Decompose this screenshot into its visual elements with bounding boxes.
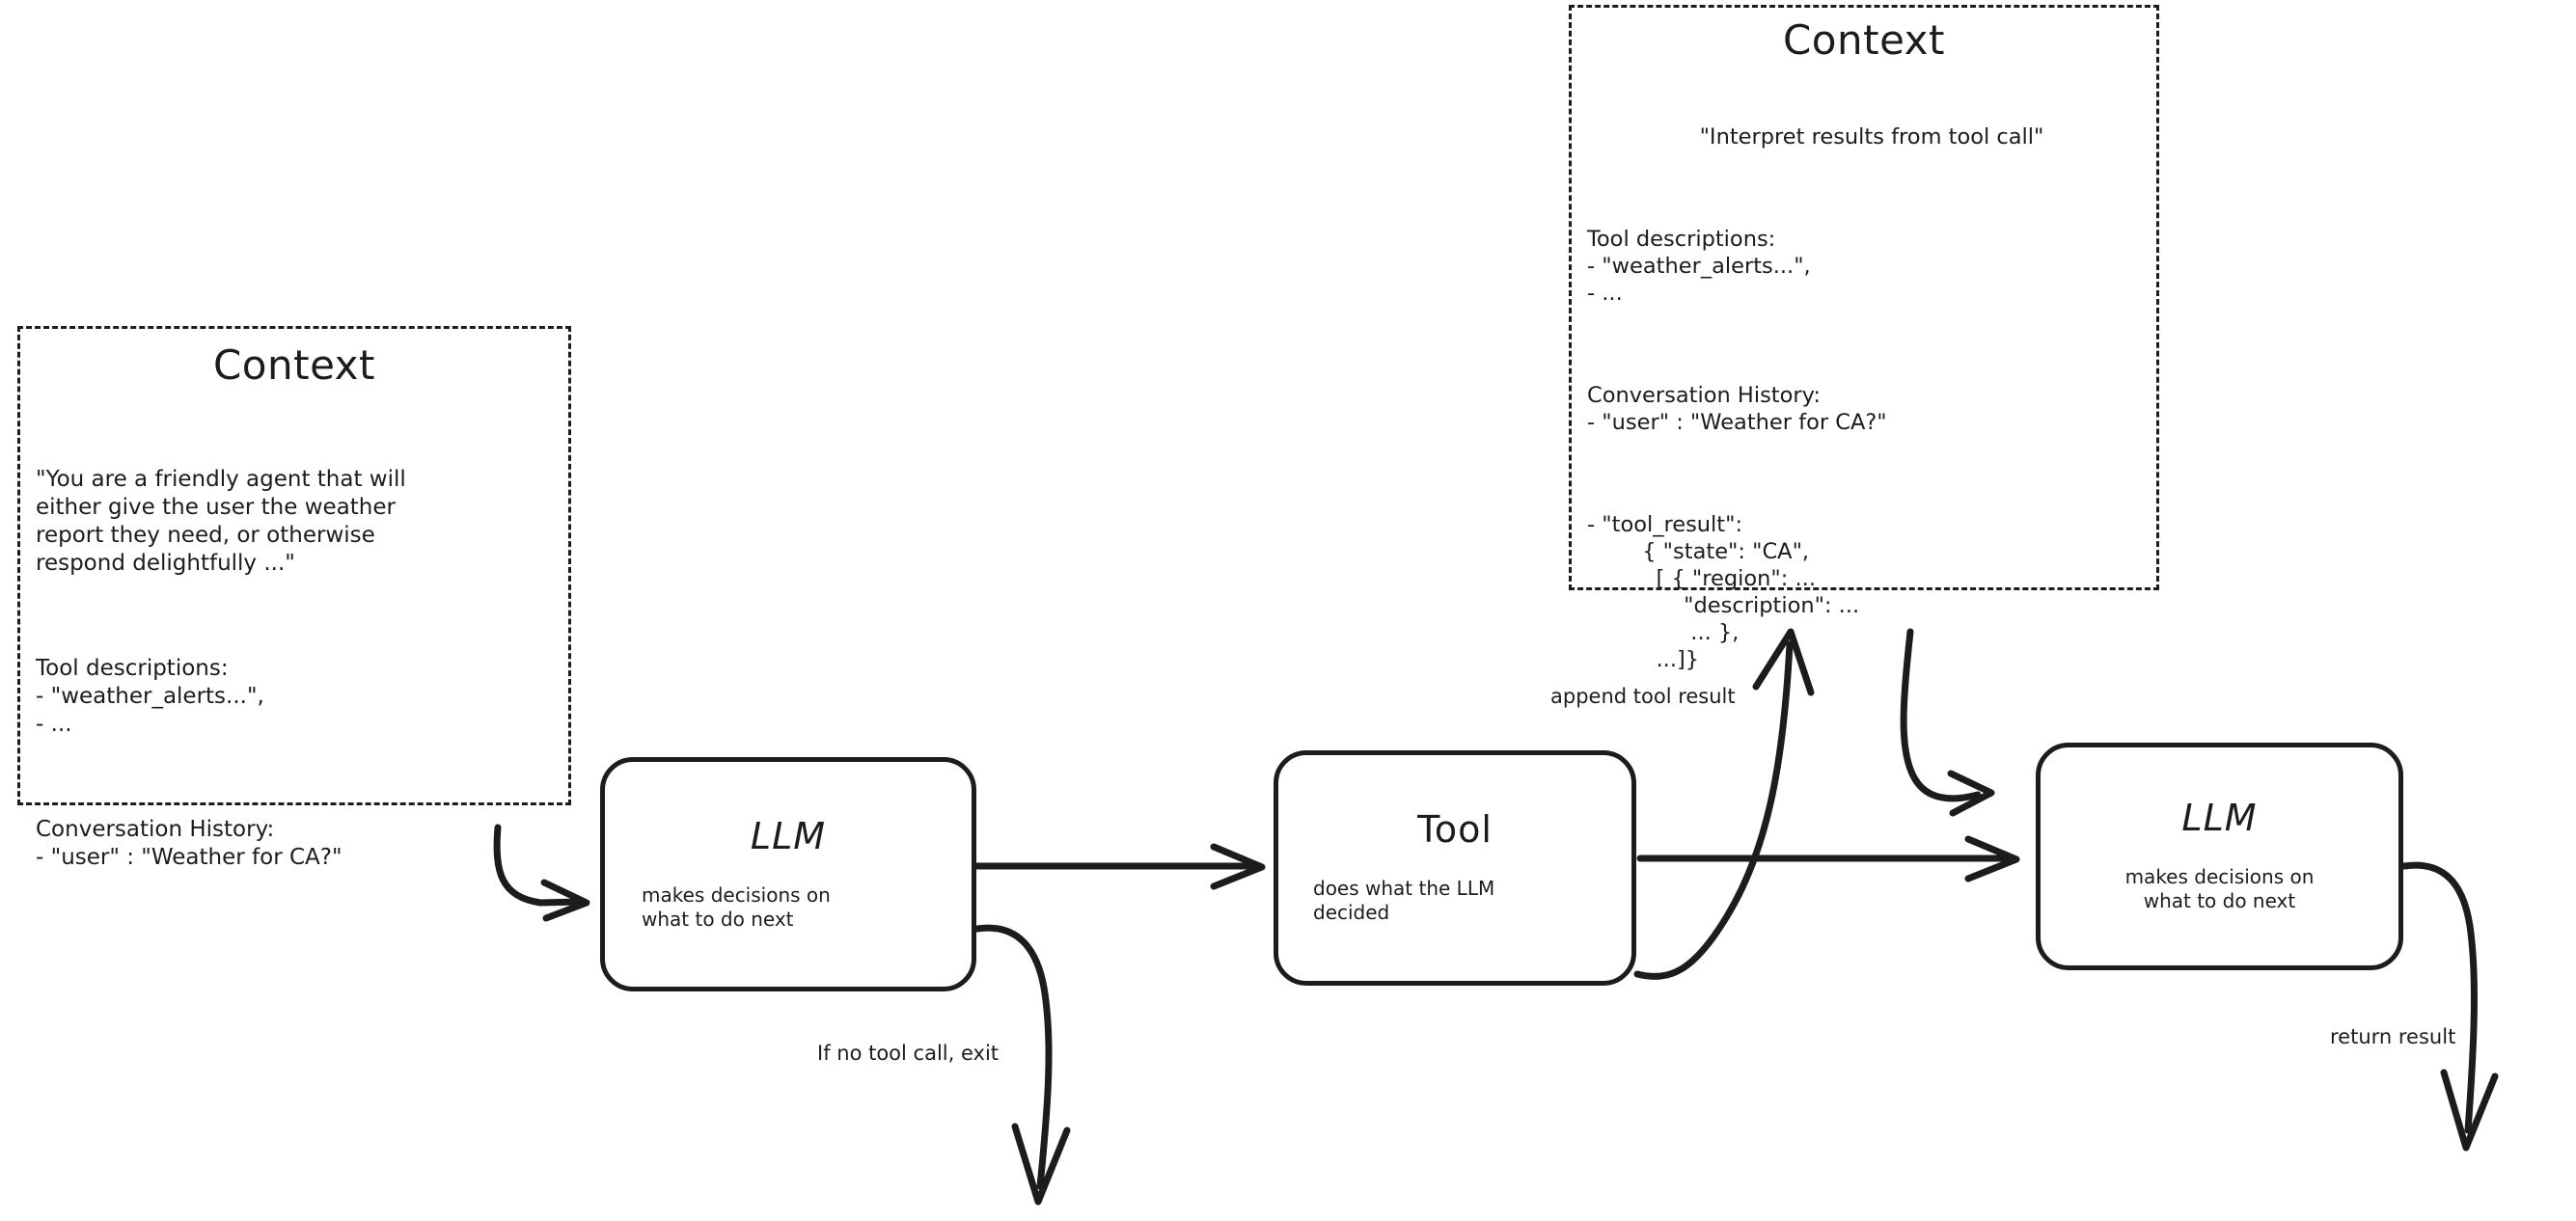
context-left-system-prompt: "You are a friendly agent that will eith…	[36, 467, 406, 577]
edge-llm1-to-tool-arrow	[973, 843, 1266, 890]
context-right-conversation-history: Conversation History: - "user" : "Weathe…	[1587, 383, 1887, 436]
context-left-tool-descriptions: Tool descriptions: - "weather_alerts..."…	[36, 656, 264, 738]
node-llm-first[interactable]: LLM makes decisions on what to do next	[600, 757, 976, 991]
context-right-tool-descriptions: Tool descriptions: - "weather_alerts..."…	[1587, 227, 1811, 307]
context-right-system-prompt: "Interpret results from tool call"	[1699, 124, 2044, 150]
edge-llm2-return-arrow	[2400, 861, 2499, 1152]
node-llm-second[interactable]: LLM makes decisions on what to do next	[2036, 743, 2403, 970]
context-left-title: Context	[212, 341, 376, 389]
context-box-right: Context "Interpret results from tool cal…	[1569, 5, 2159, 672]
context-left-conversation-history: Conversation History: - "user" : "Weathe…	[36, 817, 343, 871]
context-right-title: Context	[1782, 16, 1946, 64]
edge-llm1-exit-arrow	[973, 924, 1071, 1206]
node-llm-first-subtitle: makes decisions on what to do next	[642, 882, 831, 931]
edge-label-return-result: return result	[2330, 1025, 2456, 1048]
node-llm-first-title: LLM	[750, 814, 827, 857]
edge-tool-to-llm2-arrow	[1636, 835, 2020, 882]
edge-label-append-tool-result: append tool result	[1550, 685, 1736, 708]
node-llm-second-title: LLM	[2181, 797, 2258, 839]
node-tool[interactable]: Tool does what the LLM decided	[1274, 750, 1636, 986]
context-right-body: "Interpret results from tool call" Tool …	[1587, 69, 2156, 727]
edge-label-if-no-tool-call-exit: If no tool call, exit	[817, 1042, 1000, 1065]
node-tool-title: Tool	[1417, 808, 1493, 851]
context-left-body: "You are a friendly agent that will eith…	[36, 410, 568, 928]
node-tool-subtitle: does what the LLM decided	[1313, 877, 1495, 924]
context-box-left: Context "You are a friendly agent that w…	[17, 326, 571, 870]
node-llm-second-subtitle: makes decisions on what to do next	[2124, 865, 2315, 912]
context-right-tool-result: - "tool_result": { "state": "CA", [ { "r…	[1587, 512, 1860, 673]
